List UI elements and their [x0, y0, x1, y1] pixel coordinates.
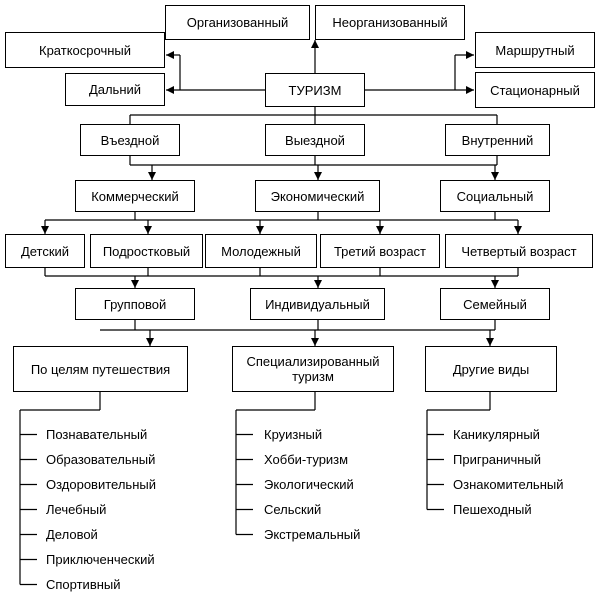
- list-item: Ознакомительный: [453, 477, 564, 492]
- group-label: Групповой: [103, 296, 167, 312]
- children-label: Детский: [20, 243, 70, 259]
- other-category-title: Другие виды: [452, 361, 530, 377]
- specialized-category-title: Специализированный туризм: [246, 354, 380, 384]
- outbound-label: Выездной: [285, 132, 345, 148]
- list-item: Образовательный: [46, 452, 156, 467]
- purpose-category-title: По целям путешествия: [30, 361, 171, 377]
- list-item: Приграничный: [453, 452, 542, 467]
- youth-label: Молодежный: [221, 243, 301, 259]
- children-box: Детский: [5, 234, 85, 268]
- purpose-category-box: По целям путешествия: [13, 346, 188, 392]
- fourth-age-box: Четвертый возраст: [445, 234, 593, 268]
- list-item: Круизный: [264, 427, 323, 442]
- inbound-label: Въездной: [100, 132, 160, 148]
- short-term-box: Краткосрочный: [5, 32, 165, 68]
- short-term-label: Краткосрочный: [39, 42, 131, 58]
- list-item: Экологический: [264, 477, 354, 492]
- route-label: Маршрутный: [495, 42, 575, 58]
- specialized-category-box: Специализированный туризм: [232, 346, 394, 392]
- list-item: Хобби-туризм: [264, 452, 349, 467]
- route-box: Маршрутный: [475, 32, 595, 68]
- economy-box: Экономический: [255, 180, 380, 212]
- long-distance-label: Дальний: [88, 82, 142, 97]
- list-item: Оздоровительный: [46, 477, 156, 492]
- economy-label: Экономический: [270, 188, 365, 204]
- teen-box: Подростковый: [90, 234, 203, 268]
- organized-label: Организованный: [186, 15, 289, 30]
- third-age-box: Третий возраст: [320, 234, 440, 268]
- commercial-label: Коммерческий: [91, 188, 179, 204]
- list-item: Познавательный: [46, 427, 148, 442]
- group-box: Групповой: [75, 288, 195, 320]
- individual-label: Индивидуальный: [265, 296, 370, 312]
- list-item: Лечебный: [46, 502, 107, 517]
- commercial-box: Коммерческий: [75, 180, 195, 212]
- fourth-age-label: Четвертый возраст: [461, 243, 577, 259]
- other-category-box: Другие виды: [425, 346, 557, 392]
- list-item: Спортивный: [46, 577, 121, 592]
- list-item: Пешеходный: [453, 502, 532, 517]
- organized-box: Организованный: [165, 5, 310, 40]
- tourism-root-box: ТУРИЗМ: [265, 73, 365, 107]
- domestic-label: Внутренний: [461, 132, 534, 148]
- stationary-label: Стационарный: [490, 82, 580, 98]
- social-box: Социальный: [440, 180, 550, 212]
- stationary-box: Стационарный: [475, 72, 595, 108]
- outbound-box: Выездной: [265, 124, 365, 156]
- list-item: Каникулярный: [453, 427, 540, 442]
- family-box: Семейный: [440, 288, 550, 320]
- individual-box: Индивидуальный: [250, 288, 385, 320]
- unorganized-box: Неорганизованный: [315, 5, 465, 40]
- list-item: Приключенческий: [46, 552, 155, 567]
- list-item: Экстремальный: [264, 527, 361, 542]
- unorganized-label: Неорганизованный: [332, 15, 448, 30]
- list-item: Деловой: [46, 527, 98, 542]
- inbound-box: Въездной: [80, 124, 180, 156]
- youth-box: Молодежный: [205, 234, 317, 268]
- third-age-label: Третий возраст: [333, 243, 427, 259]
- family-label: Семейный: [463, 296, 527, 312]
- social-label: Социальный: [456, 188, 534, 204]
- list-item: Сельский: [264, 502, 322, 517]
- domestic-box: Внутренний: [445, 124, 550, 156]
- long-distance-box: Дальний: [65, 73, 165, 106]
- teen-label: Подростковый: [102, 243, 191, 259]
- tourism-root-label: ТУРИЗМ: [288, 82, 342, 98]
